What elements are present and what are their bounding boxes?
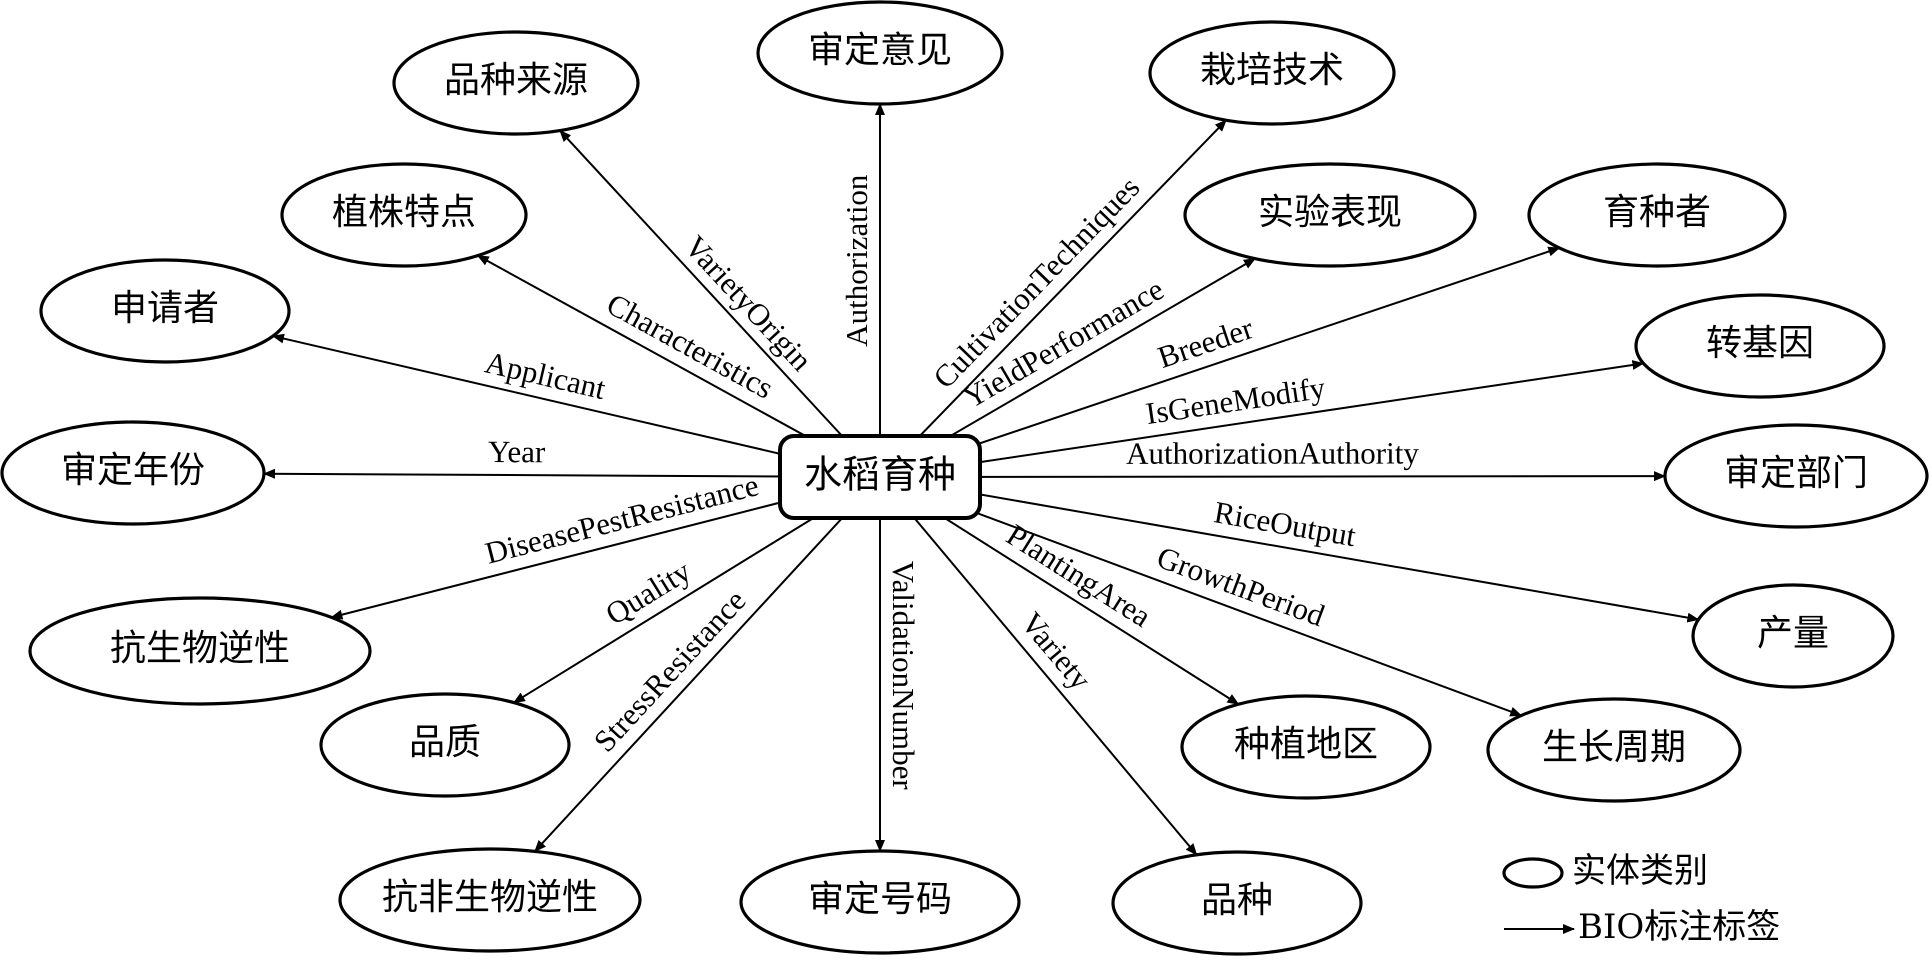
entity-label-approval-number: 审定号码 [808,879,952,920]
entity-ellipse-biotic-resistance [28,596,372,706]
relation-arrow-variety [879,476,1198,856]
relation-label-approval-opinion: Authorization [839,174,874,347]
entity-ellipse-growth-period [1486,697,1742,803]
relation-edge-approval-year: Year [262,434,881,479]
legend-entity-label: 实体类别 [1572,851,1708,891]
relation-edge-approval-number: ValidationNumber [875,477,921,852]
entity-node-variety-origin: 品种来源 [392,30,640,136]
relation-label-breeder: Breeder [1153,310,1258,375]
entity-ellipse-approval-year [0,420,266,526]
entity-label-growth-period: 生长周期 [1542,727,1686,768]
entity-label-abiotic-resistance: 抗非生物逆性 [382,877,598,918]
entity-label-cultivation-tech: 栽培技术 [1200,50,1344,91]
relation-arrow-abiotic-resistance [534,476,881,853]
legend-entity-swatch [1502,857,1564,889]
center-node-label: 水稻育种 [804,453,956,497]
entity-node-variety: 品种 [1111,850,1363,956]
relation-label-output: RiceOutput [1212,494,1359,553]
entity-label-trial-performance: 实验表现 [1258,192,1402,233]
entity-node-applicant: 申请者 [39,258,291,364]
entity-ellipse-trial-performance [1183,162,1477,268]
entity-node-trial-performance: 实验表现 [1183,162,1477,268]
entity-label-approval-year: 审定年份 [61,450,205,491]
entity-ellipse-applicant [39,258,291,364]
entity-node-output: 产量 [1691,583,1895,689]
entity-node-approval-number: 审定号码 [739,849,1021,955]
relation-arrow-growth-period [879,476,1523,717]
entity-ellipse-plant-features [280,162,528,268]
entity-node-quality: 品质 [319,692,571,798]
entity-ellipse-output [1691,583,1895,689]
entity-label-approval-dept: 审定部门 [1724,453,1868,494]
entity-label-biotic-resistance: 抗生物逆性 [110,628,290,669]
entity-label-plant-features: 植株特点 [332,192,476,233]
entity-node-biotic-resistance: 抗生物逆性 [28,596,372,706]
entity-label-approval-opinion: 审定意见 [808,30,952,71]
entity-label-variety: 品种 [1201,880,1273,921]
entity-label-variety-origin: 品种来源 [444,60,588,101]
entity-label-transgenic: 转基因 [1706,323,1814,364]
entity-node-transgenic: 转基因 [1634,293,1886,399]
relation-edge-approval-dept: AuthorizationAuthority [879,436,1667,482]
entity-node-planting-area: 种植地区 [1180,694,1432,800]
entity-ellipse-quality [319,692,571,798]
entity-ellipse-variety-origin [392,30,640,136]
entity-node-abiotic-resistance: 抗非生物逆性 [338,847,642,953]
relation-label-planting-area: PlantingArea [1000,517,1157,634]
entity-ellipse-cultivation-tech [1148,20,1396,126]
relation-label-applicant: Applicant [482,344,609,406]
entity-node-approval-year: 审定年份 [0,420,266,526]
relation-label-approval-number: ValidationNumber [886,561,921,791]
legend: 实体类别 BIO标注标签 [1502,851,1780,947]
relation-arrow-output [879,476,1700,623]
entity-label-applicant: 申请者 [111,288,219,329]
entity-ellipse-transgenic [1634,293,1886,399]
entity-node-breeder: 育种者 [1527,162,1787,268]
entity-label-output: 产量 [1757,613,1829,654]
entity-node-approval-opinion: 审定意见 [756,0,1004,106]
entity-ellipse-variety [1111,850,1363,956]
entity-node-approval-dept: 审定部门 [1663,423,1929,529]
entity-label-breeder: 育种者 [1603,192,1711,233]
entity-label-planting-area: 种植地区 [1234,724,1378,765]
relation-arrow-cultivation-tech [879,119,1227,478]
entity-ellipse-approval-dept [1663,423,1929,529]
legend-relation-label: BIO标注标签 [1578,907,1780,947]
entity-ellipse-abiotic-resistance [338,847,642,953]
relation-arrow-breeder [879,246,1561,478]
relation-label-approval-year: Year [488,434,546,469]
relation-label-approval-dept: AuthorizationAuthority [1126,436,1419,471]
relation-arrow-approval-dept [879,471,1667,482]
relation-label-growth-period: GrowthPeriod [1152,539,1329,633]
relation-arrow-approval-year [262,468,881,479]
entity-node-cultivation-tech: 栽培技术 [1148,20,1396,126]
relation-edge-approval-opinion: Authorization [839,103,885,477]
relation-arrow-variety-origin [559,129,881,478]
relation-arrow-transgenic [879,360,1645,478]
entity-ellipse-approval-number [739,849,1021,955]
entity-label-quality: 品质 [409,722,481,763]
entity-node-plant-features: 植株特点 [280,162,528,268]
center-node-box [778,434,982,520]
entity-node-growth-period: 生长周期 [1486,697,1742,803]
entity-ellipse-approval-opinion [756,0,1004,106]
entity-ellipse-breeder [1527,162,1787,268]
entity-ellipse-planting-area [1180,694,1432,800]
center-node: 水稻育种 [778,434,982,520]
